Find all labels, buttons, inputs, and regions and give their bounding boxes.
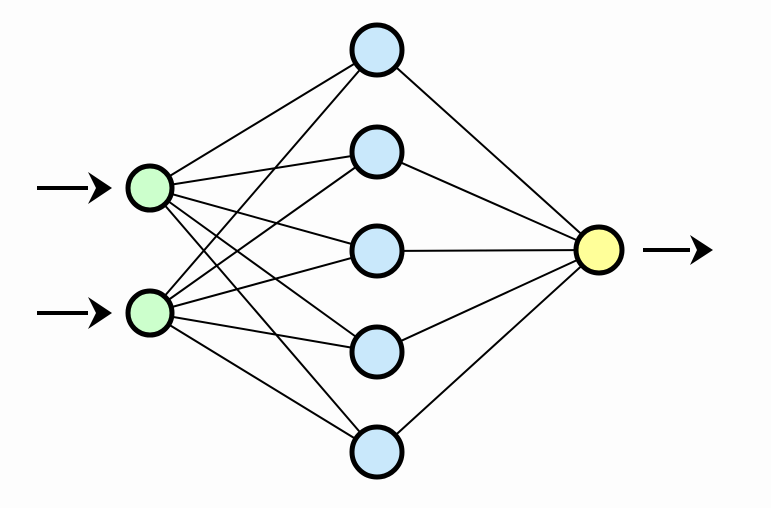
- edge-i1-h5: [149, 187, 378, 453]
- node-h3[interactable]: [349, 223, 405, 279]
- edge-h1-o1: [376, 49, 600, 251]
- edge-i2-h1: [149, 49, 378, 314]
- edge-i1-h1: [149, 49, 378, 189]
- edge-h3-o1: [376, 249, 600, 252]
- node-o1[interactable]: [573, 224, 625, 276]
- input-arrow-1-head: [88, 172, 112, 204]
- output-arrow-1-head: [690, 235, 713, 265]
- input-arrow-1: [37, 172, 112, 204]
- input-arrow-2: [37, 297, 112, 329]
- edge-h5-o1: [376, 249, 600, 453]
- edge-i1-h3: [149, 187, 378, 252]
- output-arrow-1: [643, 235, 713, 265]
- layer-output: [573, 224, 625, 276]
- io-arrows-group: [37, 172, 713, 329]
- node-i1[interactable]: [125, 163, 175, 213]
- edges-group: [149, 49, 600, 453]
- edge-h4-o1: [376, 249, 600, 353]
- layer-hidden: [349, 22, 405, 480]
- edge-i1-h2: [149, 151, 378, 189]
- edge-i2-h5: [149, 312, 378, 453]
- node-h4[interactable]: [349, 324, 405, 380]
- edge-i2-h4: [149, 312, 378, 353]
- edge-h2-o1: [376, 151, 600, 251]
- edge-i2-h2: [149, 151, 378, 314]
- input-arrow-2-head: [88, 297, 112, 329]
- node-h2[interactable]: [349, 124, 405, 180]
- node-h1[interactable]: [349, 22, 405, 78]
- node-h5[interactable]: [349, 424, 405, 480]
- node-i2[interactable]: [125, 288, 175, 338]
- layer-input: [125, 163, 175, 338]
- edge-i1-h4: [149, 187, 378, 353]
- edge-i2-h3: [149, 250, 378, 314]
- nodes-group: [125, 22, 625, 480]
